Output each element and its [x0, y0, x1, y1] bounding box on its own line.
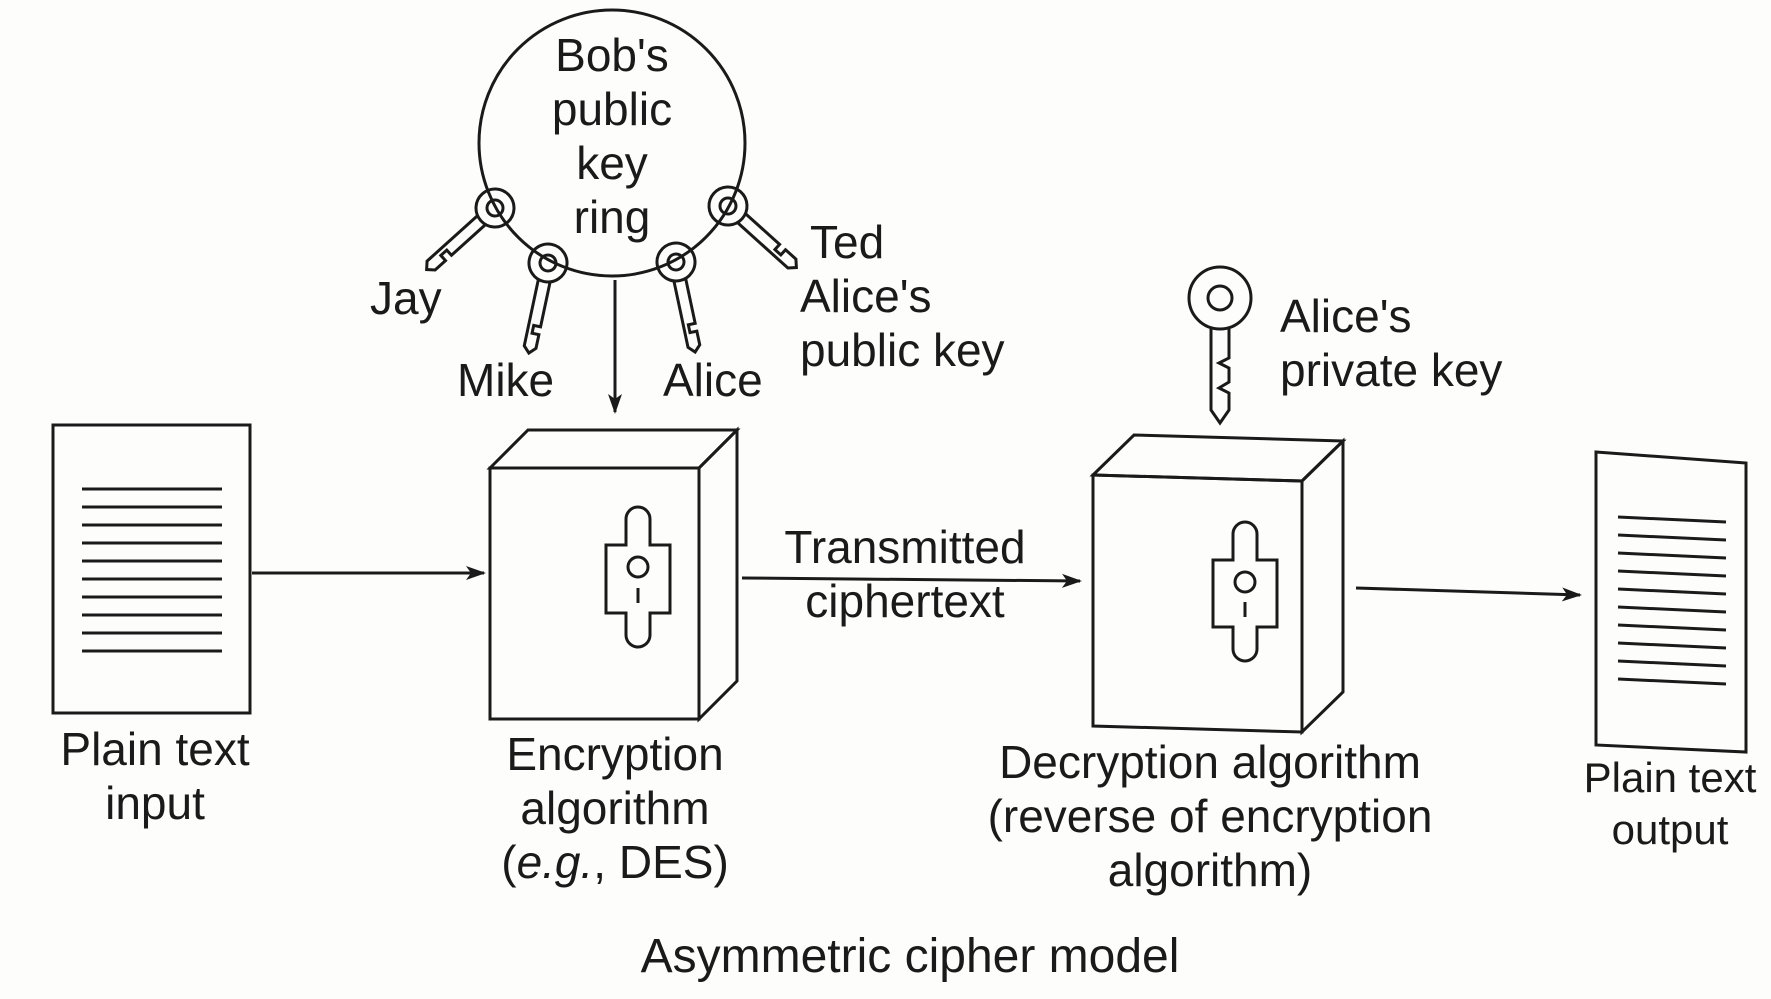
key-ring-label: Bob's public key ring: [532, 28, 692, 244]
key-ring-line-2: public: [551, 83, 673, 135]
alice-public-key-line-1: Alice's: [800, 270, 932, 322]
key-ring-line-4: ring: [573, 191, 651, 243]
key-ring-line-3: key: [576, 137, 648, 189]
alice-public-key-line-2: public key: [800, 324, 1005, 376]
plain-text-input-line-2: input: [105, 777, 205, 829]
ted-key-label: Ted: [810, 216, 885, 268]
transmitted-ciphertext-arrow: [741, 573, 1082, 588]
plain-text-input-document-icon: [51, 423, 252, 715]
plain-text-input-line-1: Plain text: [60, 723, 250, 775]
decryption-line-2: (reverse of encryption: [987, 790, 1433, 842]
transmitted-line-1: Transmitted: [784, 521, 1026, 573]
encryption-line-2: algorithm: [520, 782, 710, 834]
plain-text-input-label: Plain text input: [40, 722, 270, 830]
plain-text-output-line-1: Plain text: [1583, 754, 1757, 801]
alice-key-label: Alice: [663, 354, 763, 406]
transmitted-line-2: ciphertext: [805, 575, 1005, 627]
jay-key-icon: [425, 187, 516, 272]
plain-text-output-line-2: output: [1611, 806, 1729, 853]
mike-key-icon: [522, 242, 569, 356]
jay-key-label: Jay: [370, 272, 442, 324]
transmitted-ciphertext-label: Transmitted ciphertext: [760, 520, 1050, 628]
decryption-to-output-arrow: [1355, 586, 1582, 602]
encryption-algorithm-label: Encryption algorithm (e.g., DES): [470, 727, 760, 889]
alice-private-key-icon: [1187, 265, 1253, 426]
encryption-line-3: (e.g., DES): [470, 835, 760, 889]
key-ring-line-1: Bob's: [555, 29, 669, 81]
mike-key-label: Mike: [457, 354, 555, 406]
alice-public-key-label: Alice's public key: [800, 269, 1005, 377]
encryption-paren-open: (: [501, 836, 517, 888]
alice-private-key-label: Alice's private key: [1280, 289, 1502, 397]
decryption-algorithm-label: Decryption algorithm (reverse of encrypt…: [960, 735, 1460, 897]
alice-private-key-line-1: Alice's: [1280, 290, 1412, 342]
encryption-example-abbrev: e.g.: [516, 836, 594, 888]
plain-text-output-document-icon: [1594, 450, 1748, 754]
decryption-line-3: algorithm): [1107, 844, 1313, 896]
plain-text-output-label: Plain text output: [1560, 752, 1771, 856]
decryption-line-1: Decryption algorithm: [999, 736, 1421, 788]
encryption-box-icon: [486, 426, 741, 723]
encryption-example-rest: , DES): [593, 836, 729, 888]
alice-private-key-line-2: private key: [1280, 344, 1503, 396]
key-ring-circle: [477, 8, 747, 278]
ted-key-icon: [707, 185, 798, 270]
decryption-box-icon: [1089, 433, 1347, 736]
encryption-keyhole-icon: [604, 505, 672, 649]
encryption-line-1: Encryption: [506, 728, 724, 780]
decryption-keyhole-icon: [1211, 520, 1279, 663]
alice-ring-key-icon: [655, 241, 702, 355]
diagram-caption: Asymmetric cipher model: [640, 930, 1180, 983]
